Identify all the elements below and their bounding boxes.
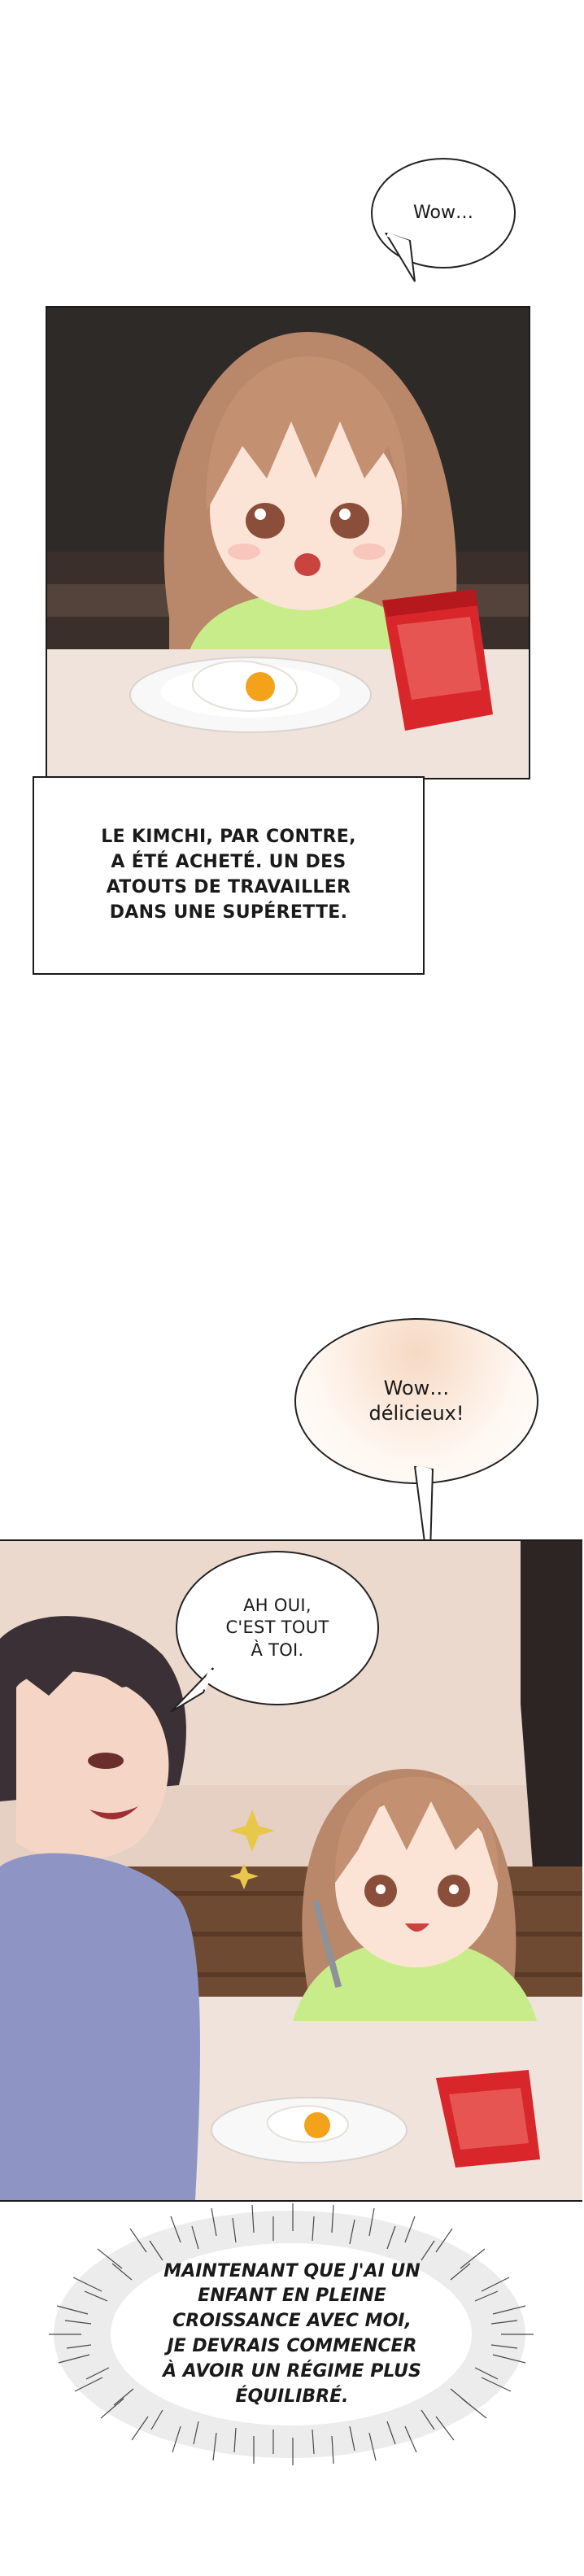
speech-bubble-tail	[384, 233, 416, 282]
speech-bubble-wow-text: Wow…	[413, 202, 473, 223]
narration-box: LE KIMCHI, PAR CONTRE, A ÉTÉ ACHETÉ. UN …	[33, 776, 425, 975]
panel-girl-eating	[46, 306, 530, 779]
burst-outline	[49, 2203, 534, 2465]
speech-bubble-delicious-text: Wow… délicieux!	[368, 1376, 464, 1425]
speech-bubble-tail	[170, 1667, 214, 1713]
speech-bubble-man-text: AH OUI, C'EST TOUT À TOI.	[225, 1596, 329, 1660]
panel-man-girl-illustration	[0, 1541, 582, 2200]
thought-burst-text: MAINTENANT QUE J'AI UN ENFANT EN PLEINE …	[163, 2260, 421, 2407]
panel-girl-illustration	[47, 308, 529, 778]
narration-text: LE KIMCHI, PAR CONTRE, A ÉTÉ ACHETÉ. UN …	[101, 827, 356, 923]
speech-bubble-delicious: Wow… délicieux!	[294, 1318, 538, 1484]
thought-burst: MAINTENANT QUE J'AI UN ENFANT EN PLEINE …	[0, 2200, 584, 2469]
